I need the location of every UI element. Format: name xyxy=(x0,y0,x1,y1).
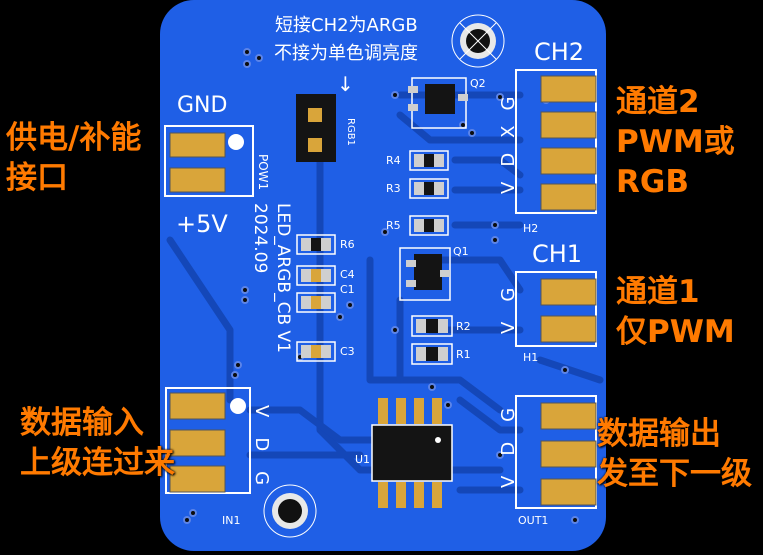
board-name: LED_ARGB_CB V1 xyxy=(273,203,293,353)
r5-ref: R5 xyxy=(386,219,401,232)
data-in-callout: 数据输入 上级连过来 xyxy=(20,403,175,483)
data-out-callout-line2: 发至下一级 xyxy=(597,456,752,492)
h1-ref: H1 xyxy=(523,351,539,364)
down-arrow-icon: ↓ xyxy=(337,72,354,96)
mounting-hole-bottom xyxy=(263,484,317,538)
c3-ref: C3 xyxy=(340,345,355,358)
out1-connector xyxy=(515,395,597,509)
out1-ref: OUT1 xyxy=(518,514,549,527)
in1-connector xyxy=(165,387,251,494)
q2-ref: Q2 xyxy=(470,77,486,90)
plus5v-label: +5V xyxy=(176,210,228,238)
h2-pin-labels: VDXG xyxy=(498,81,519,194)
ch1-callout-line1: 通道1 xyxy=(616,274,700,310)
h1-pin-labels: VG xyxy=(498,267,519,334)
in1-ref: IN1 xyxy=(222,514,241,527)
q1-ref: Q1 xyxy=(453,245,469,258)
c4-ref: C4 xyxy=(340,268,355,281)
jumper-note-line1: 短接CH2为ARGB xyxy=(275,15,418,36)
ch2-callout-line1: 通道2 xyxy=(616,84,700,120)
ch1-callout-line2: 仅PWM xyxy=(616,314,735,350)
h2-ref: H2 xyxy=(523,222,539,235)
passive-components xyxy=(296,150,453,365)
pow1-connector xyxy=(164,125,254,197)
board-date: 2024.09 xyxy=(250,203,270,274)
data-in-callout-line1: 数据输入 xyxy=(20,405,144,441)
q2-transistor xyxy=(408,77,468,129)
mounting-hole-top xyxy=(451,14,505,68)
h1-connector xyxy=(515,271,597,347)
r2-ref: R2 xyxy=(456,320,471,333)
q1-transistor xyxy=(399,247,451,301)
jumper-label: RGB1 xyxy=(345,118,356,146)
power-callout-line1: 供电/补能 xyxy=(6,120,142,156)
r6-ref: R6 xyxy=(340,238,355,251)
out1-pin-labels: VDG xyxy=(498,387,519,488)
data-out-callout-line1: 数据输出 xyxy=(597,416,721,452)
vias xyxy=(183,48,579,524)
ch2-callout-line2: PWM或 xyxy=(616,124,735,160)
r1-ref: R1 xyxy=(456,348,471,361)
ch2-callout-line3: RGB xyxy=(616,164,689,200)
c1-ref: C1 xyxy=(340,283,355,296)
r4-ref: R4 xyxy=(386,154,401,167)
u1-ref: U1 xyxy=(355,453,371,466)
ch2-label: CH2 xyxy=(534,38,585,66)
in1-pin-labels: VDG xyxy=(251,405,272,506)
u1-chip xyxy=(371,398,453,508)
data-out-callout: 数据输出 发至下一级 xyxy=(597,414,752,494)
power-callout-line2: 接口 xyxy=(6,160,68,196)
ch2-callout: 通道2 PWM或 RGB xyxy=(616,82,735,202)
jumper-note-line2: 不接为单色调亮度 xyxy=(274,43,418,64)
power-callout: 供电/补能 接口 xyxy=(6,118,141,198)
r3-ref: R3 xyxy=(386,182,401,195)
rgb1-jumper xyxy=(296,94,336,162)
ch1-label: CH1 xyxy=(532,240,583,268)
gnd-label: GND xyxy=(177,93,228,118)
data-in-callout-line2: 上级连过来 xyxy=(20,445,175,481)
ch1-callout: 通道1 仅PWM xyxy=(616,272,735,352)
h2-connector xyxy=(515,69,597,214)
pow1-label: POW1 xyxy=(256,154,270,191)
